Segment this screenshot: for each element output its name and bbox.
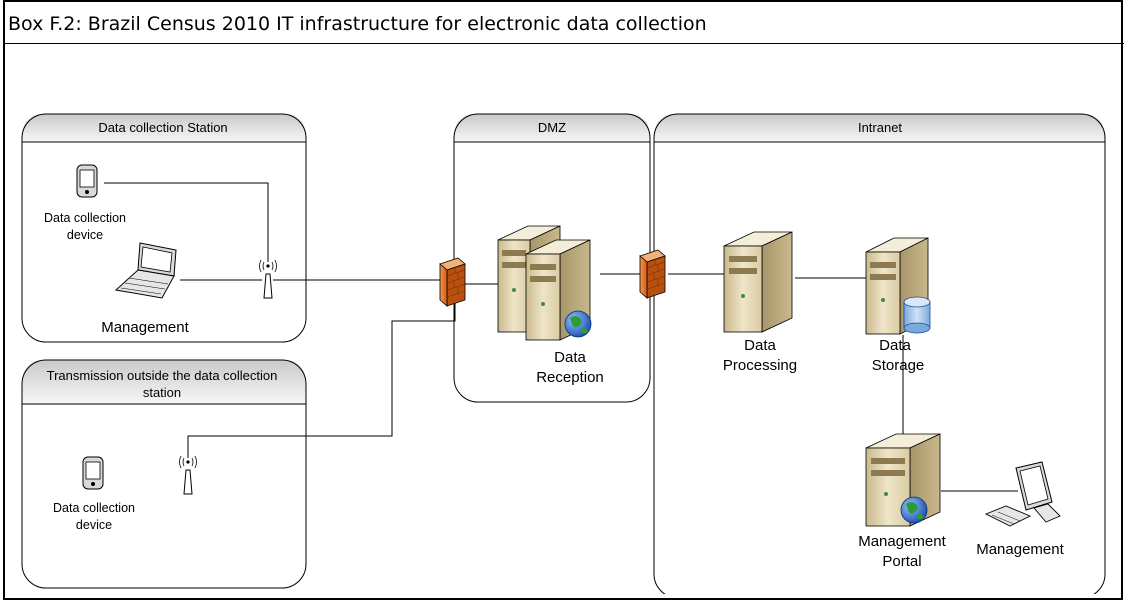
antenna-icon [259,259,277,299]
device1-label-line1: Data collection [44,211,126,225]
zone-transmission-label-line2: station [143,385,181,400]
device2-label-line2: device [76,518,112,532]
processing-label-line2: Processing [723,357,797,374]
storage-label-line2: Storage [872,357,925,374]
database-cylinder-icon [903,296,931,334]
firewall-icon [439,257,466,307]
portal-label-line1: Management [858,533,946,550]
processing-label-line1: Data [744,337,776,354]
link-device1-antenna [104,182,269,262]
zone-transmission-label-line1: Transmission outside the data collection [47,368,278,383]
firewall-icon [639,249,666,299]
link-transmission-antenna-firewall1 [187,295,456,458]
globe-icon [900,496,928,524]
pda-icon [76,164,98,198]
desktop-computer-icon [984,461,1061,527]
zone-dmz: DMZ [453,113,651,403]
device1-label-line2: device [67,228,103,242]
figure-title-bar: Box F.2: Brazil Census 2010 IT infrastru… [4,0,1124,44]
zone-data-collection-station: Data collection Station [21,113,307,343]
antenna-icon [179,455,197,495]
zone-dmz-label: DMZ [538,120,566,135]
workstation-label: Management [976,541,1064,558]
laptop-label: Management [101,319,189,336]
zone-transmission-outside: Transmission outside the data collection… [21,359,307,589]
globe-icon [564,310,592,338]
portal-label-line2: Portal [882,553,921,570]
connection-lines [104,182,1018,492]
server-icon [723,231,793,333]
device2-label-line1: Data collection [53,501,135,515]
pda-icon [82,456,104,490]
laptop-icon [114,242,177,299]
zone-station-label: Data collection Station [98,120,227,135]
zone-intranet: Intranet [653,113,1106,594]
figure-title: Box F.2: Brazil Census 2010 IT infrastru… [8,13,707,35]
zone-intranet-label: Intranet [858,120,902,135]
reception-label-line2: Reception [536,369,604,386]
reception-label-line1: Data [554,349,586,366]
storage-label-line1: Data [879,337,911,354]
